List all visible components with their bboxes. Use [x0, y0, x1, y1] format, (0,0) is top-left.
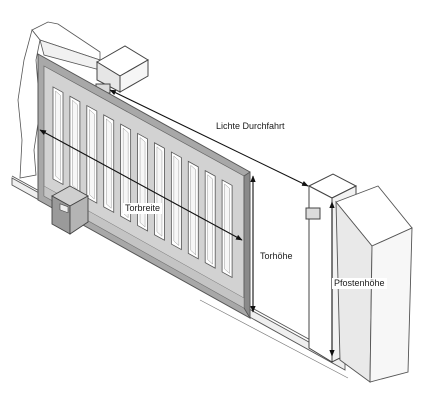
dimension-lines [39, 89, 335, 357]
gate-slot-inner [89, 108, 95, 200]
label-pfostenhoehe: Pfostenhöhe [332, 278, 387, 289]
torbreite-dimension [39, 129, 243, 241]
gate-slot-inner [207, 174, 213, 265]
gate-slot-inner [55, 90, 61, 182]
left-post [95, 45, 149, 94]
label-torbreite: Torbreite [123, 203, 163, 214]
ground-line [199, 299, 349, 379]
gate-slot-inner [105, 118, 112, 209]
motor-box [51, 185, 89, 235]
gate-slot-inner [72, 99, 78, 191]
gate-slot-inner [156, 146, 163, 237]
label-torhoehe: Torhöhe [258, 251, 295, 262]
right-wall [335, 185, 413, 383]
gate-slot-inner [173, 155, 180, 247]
gate-slot-inner [190, 164, 197, 256]
background-wall [17, 21, 101, 179]
label-lichte-durchfahrt: Lichte Durchfahrt [214, 121, 287, 132]
gate-slot-inner [224, 183, 230, 275]
